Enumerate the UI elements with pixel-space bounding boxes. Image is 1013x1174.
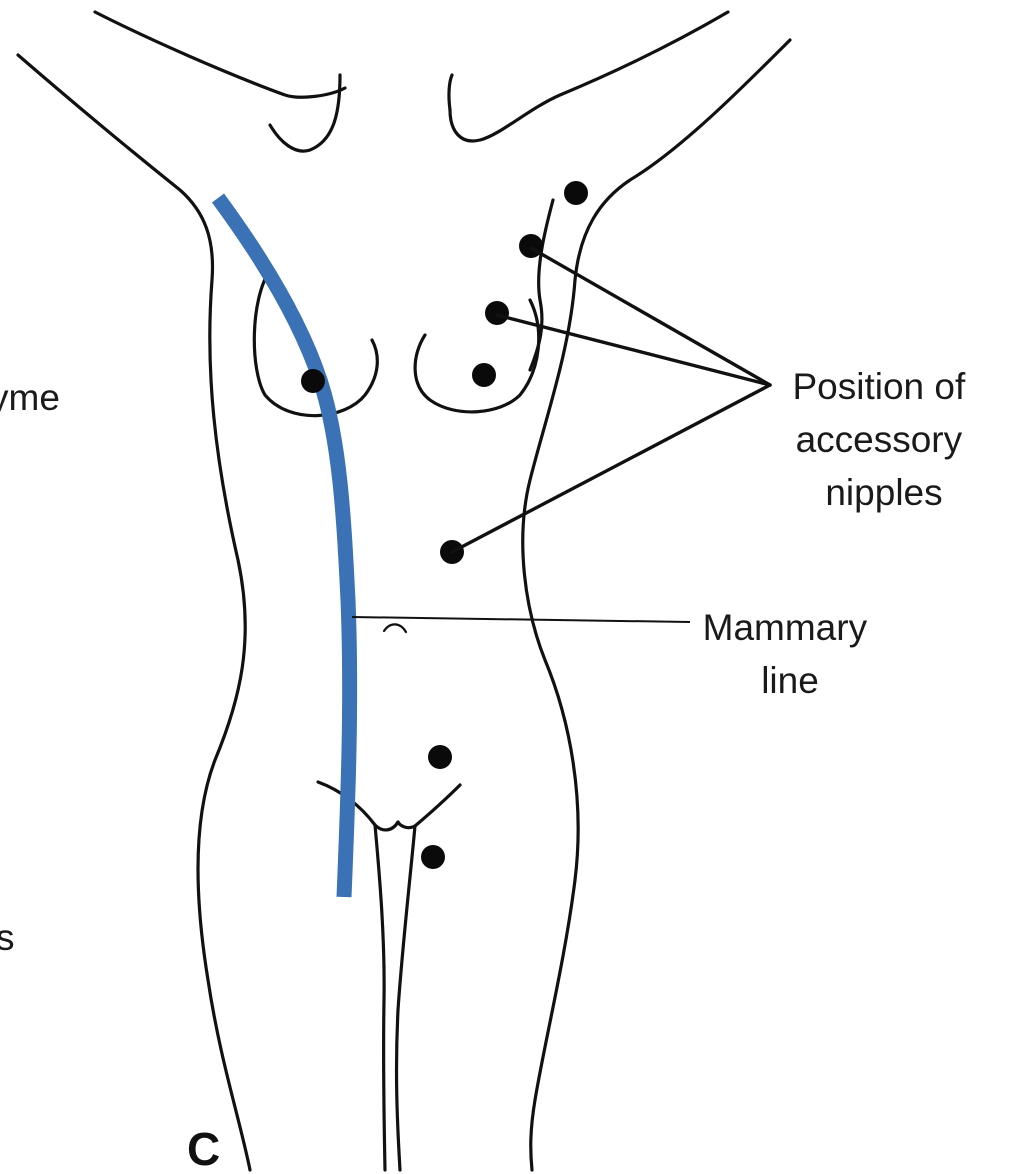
mammary-line-label: Mammary line [703,607,878,701]
left-armpit-fold [270,75,340,151]
inner-left-leg [375,825,385,1170]
nipple-dot-left-breast [301,369,325,393]
left-body-side [198,280,250,1170]
left-arm-lower-edge [18,55,213,280]
groin-left-crease [318,782,398,830]
nipple-dot-groin-upper [428,745,452,769]
mammary-line-band [218,198,350,897]
nipple-dot-right-breast [472,363,496,387]
navel [384,624,406,632]
right-body-side [523,280,578,1170]
torso-outline [18,12,790,1170]
accessory-nipples-label: Position of accessory nipples [792,366,975,513]
nipple-dot-groin-lower [421,845,445,869]
groin-right-crease [398,785,460,828]
edge-fragment-upper: yme [0,377,60,418]
inner-right-leg [397,826,415,1170]
right-chest-line [530,200,553,370]
right-breast [415,300,539,412]
leader-upper [531,248,770,385]
leader-lower [452,385,770,552]
nipple-dot-chest [485,301,509,325]
left-arm-upper-edge [95,12,345,97]
accessory-nipples-leaders [452,248,770,552]
panel-letter: C [187,1123,220,1174]
right-arm-upper-edge-2 [449,75,452,110]
right-arm-upper-edge [450,12,728,141]
nipple-dot-axilla [564,181,588,205]
mammary-line-leader [352,617,690,622]
edge-fragment-lower: s [0,917,15,958]
